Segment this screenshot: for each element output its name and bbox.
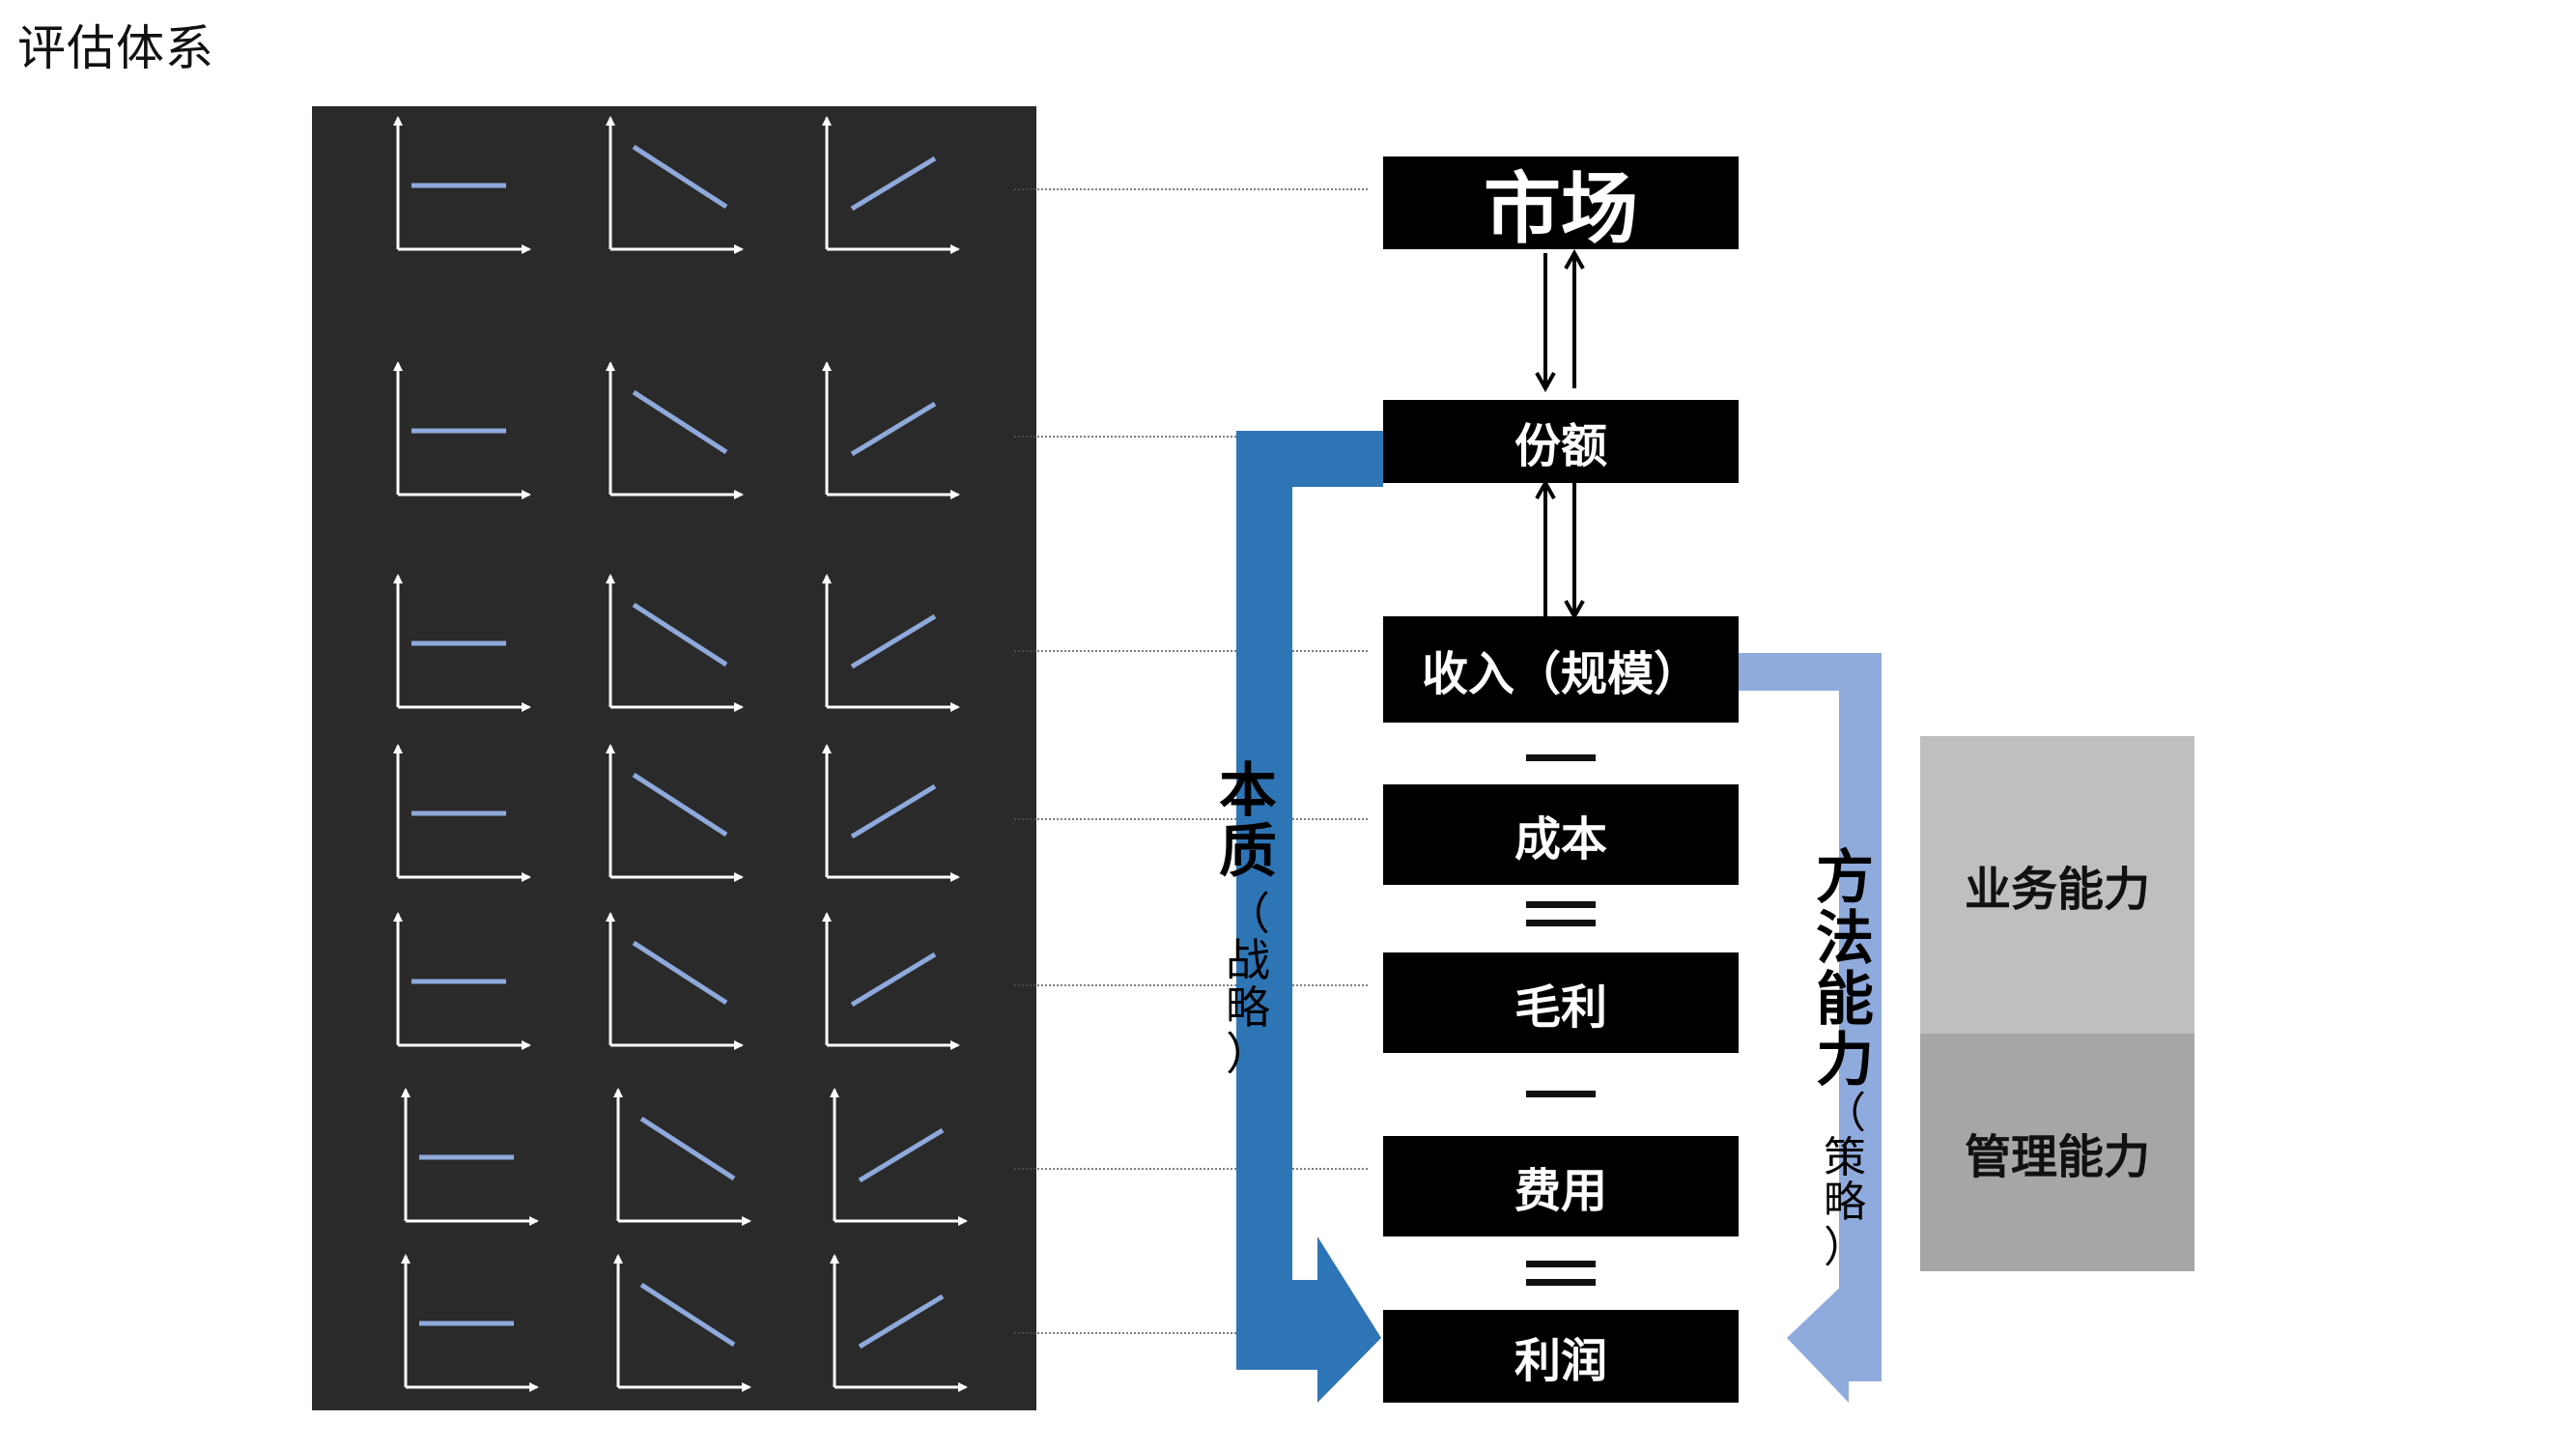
gross-profit-label: 毛利 xyxy=(1514,980,1607,1035)
trend-chart-flat xyxy=(393,744,531,882)
strategy-main-char-2: 质 xyxy=(1219,818,1277,886)
market-label: 市场 xyxy=(1484,164,1638,254)
trend-chart-decreasing xyxy=(606,361,744,499)
trend-grid xyxy=(393,116,968,1392)
trend-chart-decreasing xyxy=(606,574,744,712)
method-sub-char-4: ） xyxy=(1824,1222,1866,1272)
trend-line-decreasing xyxy=(632,940,728,1006)
trend-chart-increasing xyxy=(822,744,960,882)
page-title: 评估体系 xyxy=(17,20,214,76)
share-box: 份额 xyxy=(1383,400,1739,483)
strategy-main-char-1: 本 xyxy=(1219,757,1277,825)
trend-line-increasing xyxy=(850,156,937,212)
trend-chart-decreasing xyxy=(613,1088,751,1226)
trend-line-decreasing xyxy=(632,602,728,668)
trend-line-decreasing xyxy=(632,772,728,838)
trend-chart-increasing xyxy=(830,1254,968,1392)
trend-chart-increasing xyxy=(830,1088,968,1226)
trend-line-decreasing xyxy=(632,144,728,210)
trend-line-increasing xyxy=(858,1293,945,1350)
trend-chart-decreasing xyxy=(613,1254,751,1392)
profit-box: 利润 xyxy=(1383,1310,1739,1403)
management-capability-box: 管理能力 xyxy=(1920,1034,2194,1271)
trend-chart-decreasing xyxy=(606,912,744,1050)
expense-label: 费用 xyxy=(1514,1164,1607,1218)
trend-chart-increasing xyxy=(822,361,960,499)
trend-chart-increasing xyxy=(822,574,960,712)
connector-lines xyxy=(1014,188,1370,1334)
strategy-sub-char-4: ） xyxy=(1226,1027,1270,1080)
method-arrow xyxy=(1739,653,1882,1403)
trend-chart-flat xyxy=(393,116,531,254)
trend-chart-flat xyxy=(393,574,531,712)
equals-sign-2 xyxy=(1526,1252,1596,1294)
equals-sign-1 xyxy=(1526,893,1596,935)
management-capability-label: 管理能力 xyxy=(1964,1130,2150,1184)
method-label: 方 法 能 力 （ 策 略 ） xyxy=(1816,848,1874,1270)
profit-label: 利润 xyxy=(1514,1334,1607,1388)
trend-chart-decreasing xyxy=(606,116,744,254)
trend-line-increasing xyxy=(850,613,937,669)
cost-label: 成本 xyxy=(1514,812,1607,867)
strategy-sub-char-3: 略 xyxy=(1226,980,1270,1034)
trend-chart-flat xyxy=(393,361,531,499)
method-main-char-1: 方 xyxy=(1816,844,1874,912)
trend-chart-flat xyxy=(401,1254,539,1392)
minus-sign-1 xyxy=(1526,736,1596,779)
trend-line-increasing xyxy=(858,1127,945,1183)
method-main-char-2: 法 xyxy=(1816,905,1874,973)
strategy-arrow xyxy=(1236,431,1383,1403)
trend-chart-flat xyxy=(393,912,531,1050)
trend-chart-panel xyxy=(312,106,1036,1410)
trend-line-decreasing xyxy=(639,1116,736,1181)
strategy-label: 本 质 （ 战 略 ） xyxy=(1219,757,1277,1080)
strategy-sub-char-1: （ xyxy=(1226,888,1270,940)
trend-line-decreasing xyxy=(639,1282,736,1348)
trend-chart-increasing xyxy=(822,116,960,254)
method-sub-char-1: （ xyxy=(1824,1089,1866,1138)
method-main-char-4: 力 xyxy=(1816,1027,1874,1094)
business-capability-label: 业务能力 xyxy=(1964,863,2150,917)
method-sub-char-3: 略 xyxy=(1824,1178,1866,1228)
strategy-sub-char-2: 战 xyxy=(1226,934,1270,987)
method-sub-char-2: 策 xyxy=(1824,1133,1866,1183)
market-box: 市场 xyxy=(1383,156,1739,254)
trend-chart-increasing xyxy=(822,912,960,1050)
method-main-char-3: 能 xyxy=(1816,966,1874,1034)
cost-box: 成本 xyxy=(1383,784,1739,885)
trend-line-increasing xyxy=(850,401,937,457)
trend-chart-decreasing xyxy=(606,744,744,882)
trend-line-increasing xyxy=(850,783,937,839)
trend-line-increasing xyxy=(850,952,937,1008)
gross-profit-box: 毛利 xyxy=(1383,952,1739,1053)
business-capability-box: 业务能力 xyxy=(1920,736,2194,1034)
trend-chart-flat xyxy=(401,1088,539,1226)
expense-box: 费用 xyxy=(1383,1136,1739,1236)
revenue-box: 收入（规模） xyxy=(1383,616,1739,723)
revenue-label: 收入（规模） xyxy=(1421,647,1700,701)
share-label: 份额 xyxy=(1514,419,1607,473)
minus-sign-2 xyxy=(1526,1072,1596,1115)
trend-line-decreasing xyxy=(632,389,728,455)
